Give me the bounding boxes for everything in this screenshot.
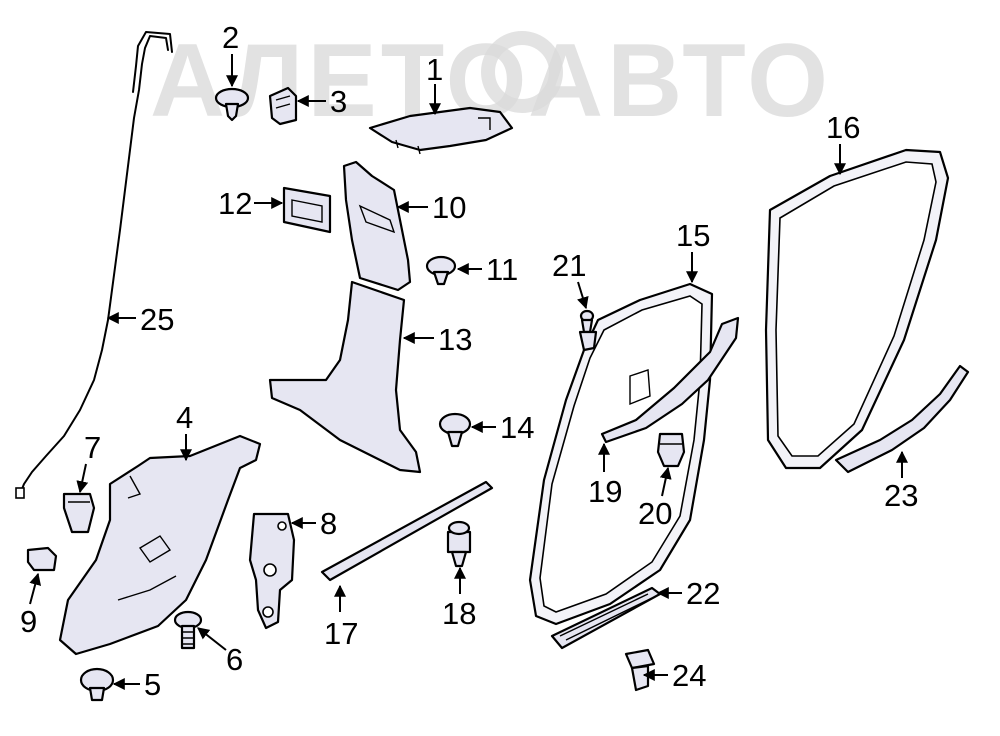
callout-22-label: 22 <box>686 576 720 611</box>
callout-5: 5 <box>112 667 161 702</box>
callout-5-label: 5 <box>144 667 161 702</box>
part-3-retainer <box>268 86 298 126</box>
callout-8-label: 8 <box>320 506 337 541</box>
part-13-b-pillar-lower <box>268 280 422 474</box>
part-15-door-seal <box>528 282 714 626</box>
callout-16: 16 <box>826 110 860 176</box>
callout-10: 10 <box>396 190 466 225</box>
callout-13: 13 <box>402 322 472 357</box>
callout-4: 4 <box>176 400 193 462</box>
callout-16-label: 16 <box>826 110 860 145</box>
callout-2-label: 2 <box>222 20 239 55</box>
callout-14: 14 <box>470 410 534 445</box>
part-18-clip <box>446 520 472 568</box>
part-19-inner-trim <box>600 316 740 444</box>
callout-12: 12 <box>218 186 284 221</box>
callout-19: 19 <box>588 442 622 509</box>
callout-24-label: 24 <box>672 658 706 693</box>
part-24-clip <box>624 648 656 692</box>
callout-25-label: 25 <box>140 302 174 337</box>
callout-2: 2 <box>222 20 239 88</box>
callout-15-label: 15 <box>676 218 710 253</box>
callout-6: 6 <box>197 627 243 677</box>
callout-6-label: 6 <box>226 642 243 677</box>
callout-10-label: 10 <box>432 190 466 225</box>
part-4-lower-trim <box>58 434 262 656</box>
callout-3: 3 <box>296 84 347 119</box>
callout-23: 23 <box>884 450 918 513</box>
part-5-clip <box>79 667 115 702</box>
callout-11: 11 <box>456 252 518 287</box>
callout-4-label: 4 <box>176 400 193 435</box>
part-17-sill-strip <box>320 480 494 582</box>
part-9-bracket <box>26 546 58 572</box>
part-6-screw <box>173 610 203 650</box>
callout-7-label: 7 <box>84 430 101 465</box>
callout-21: 21 <box>552 248 589 310</box>
part-21-screw <box>578 309 598 352</box>
callout-19-label: 19 <box>588 474 622 509</box>
callout-25: 25 <box>106 302 174 337</box>
callout-7: 7 <box>76 430 101 494</box>
part-7-clip <box>62 492 96 534</box>
part-8-hinge-bracket <box>248 512 296 630</box>
part-25-wire-harness <box>15 31 173 499</box>
part-12-grille <box>282 186 332 234</box>
callout-13-label: 13 <box>438 322 472 357</box>
part-10-b-pillar-upper <box>342 160 412 292</box>
callout-12-label: 12 <box>218 186 252 221</box>
callout-9-label: 9 <box>20 604 37 639</box>
callout-18: 18 <box>442 566 476 631</box>
callout-11-label: 11 <box>486 252 518 287</box>
callout-24: 24 <box>642 658 706 693</box>
callout-17: 17 <box>324 584 358 651</box>
callout-8: 8 <box>290 506 337 541</box>
callout-3-label: 3 <box>330 84 347 119</box>
callout-1-label: 1 <box>426 52 443 87</box>
part-2-clip <box>214 87 250 122</box>
part-20-clip <box>656 432 686 468</box>
callout-1: 1 <box>426 52 443 116</box>
callout-20-label: 20 <box>638 496 672 531</box>
callout-20: 20 <box>638 466 672 531</box>
part-11-clip <box>425 255 457 286</box>
callout-15: 15 <box>676 218 710 284</box>
callout-17-label: 17 <box>324 616 358 651</box>
callout-18-label: 18 <box>442 596 476 631</box>
part-14-clip <box>438 412 472 448</box>
callout-9: 9 <box>20 572 42 639</box>
callout-14-label: 14 <box>500 410 534 445</box>
part-16-weatherstrip <box>764 148 950 470</box>
callout-23-label: 23 <box>884 478 918 513</box>
callout-21-label: 21 <box>552 248 586 283</box>
callout-22: 22 <box>656 576 720 611</box>
part-23-sill-plate <box>834 364 970 474</box>
